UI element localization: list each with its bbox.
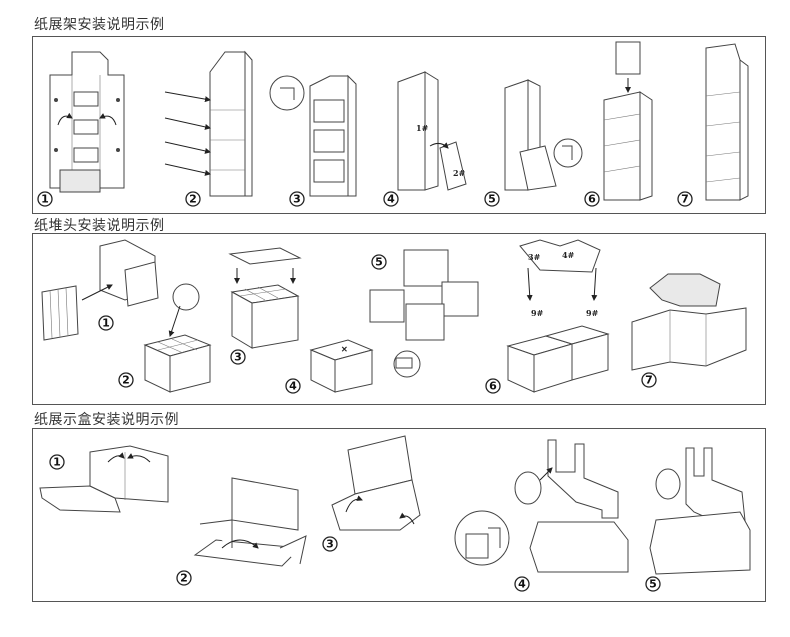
box-step-badge-3: 3: [322, 536, 338, 552]
part-label-4: 4#: [562, 250, 575, 260]
part-label-1: 1#: [416, 123, 429, 133]
stack-step-badge-4: 4: [285, 378, 301, 394]
shelf-step-badge-3: 3: [289, 191, 305, 207]
svg-text:2: 2: [189, 193, 197, 206]
shelf-step7-drawing: [705, 43, 749, 201]
shelf-step-badge-7: 7: [677, 191, 693, 207]
svg-text:5: 5: [488, 193, 496, 206]
box-step-badge-2: 2: [176, 570, 192, 586]
svg-text:✕: ✕: [341, 344, 348, 354]
svg-text:1: 1: [41, 193, 49, 206]
stack-step-badge-2: 2: [118, 372, 134, 388]
shelf-step-badge-4: 4: [383, 191, 399, 207]
svg-text:4: 4: [518, 578, 526, 591]
box-step-badge-5: 5: [645, 576, 661, 592]
stack-step3-drawing: [228, 247, 302, 349]
svg-text:5: 5: [649, 578, 657, 591]
svg-text:7: 7: [645, 374, 653, 387]
shelf-step4-drawing: [397, 71, 467, 191]
shelf-step-badge-2: 2: [185, 191, 201, 207]
svg-text:3: 3: [326, 538, 334, 551]
svg-text:2: 2: [180, 572, 188, 585]
section-title-box: 纸展示盒安装说明示例: [34, 412, 179, 428]
box-step-badge-4: 4: [514, 576, 530, 592]
shelf-step-badge-1: 1: [37, 191, 53, 207]
stack-step-badge-6: 6: [485, 378, 501, 394]
shelf-step3-drawing: [269, 74, 357, 197]
svg-text:4: 4: [387, 193, 395, 206]
shelf-step5-drawing: [504, 79, 583, 191]
svg-text:4: 4: [289, 380, 297, 393]
svg-text:2: 2: [122, 374, 130, 387]
section-title-shelf: 纸展架安装说明示例: [34, 17, 165, 33]
stack-step2-drawing: [143, 283, 212, 393]
part-label-9b: 9#: [586, 308, 599, 318]
section-title-stack: 纸堆头安装说明示例: [34, 218, 165, 234]
stack-step-badge-3: 3: [230, 349, 246, 365]
stack-step6-drawing: [506, 239, 610, 393]
box-step4-drawing: [454, 439, 629, 573]
stack-step5-drawing: [369, 249, 479, 341]
shelf-step-badge-6: 6: [584, 191, 600, 207]
shelf-step-badge-5: 5: [484, 191, 500, 207]
box-step5-drawing: [649, 447, 751, 575]
svg-text:6: 6: [588, 193, 596, 206]
stack-step-badge-7: 7: [641, 372, 657, 388]
svg-text:6: 6: [489, 380, 497, 393]
stack-step4-drawing: ✕: [309, 339, 421, 393]
svg-text:1: 1: [102, 317, 110, 330]
svg-text:1: 1: [53, 456, 61, 469]
shelf-step2-drawing: [164, 50, 253, 197]
part-label-9a: 9#: [531, 308, 544, 318]
stack-step-badge-5: 5: [371, 254, 387, 270]
stack-step-badge-1: 1: [98, 315, 114, 331]
box-step2-drawing: [193, 477, 307, 567]
box-step-badge-1: 1: [49, 454, 65, 470]
svg-text:7: 7: [681, 193, 689, 206]
stack-step7-drawing: [631, 273, 747, 371]
svg-text:3: 3: [293, 193, 301, 206]
part-label-3: 3#: [528, 252, 541, 262]
svg-text:5: 5: [375, 256, 383, 269]
box-step3-drawing: [331, 435, 421, 531]
svg-text:3: 3: [234, 351, 242, 364]
shelf-step1-drawing: [49, 51, 125, 193]
stack-step1-drawing: [41, 239, 159, 341]
box-step1-drawing: [39, 445, 169, 513]
shelf-step6-drawing: [603, 41, 653, 201]
part-label-2: 2#: [453, 168, 466, 178]
